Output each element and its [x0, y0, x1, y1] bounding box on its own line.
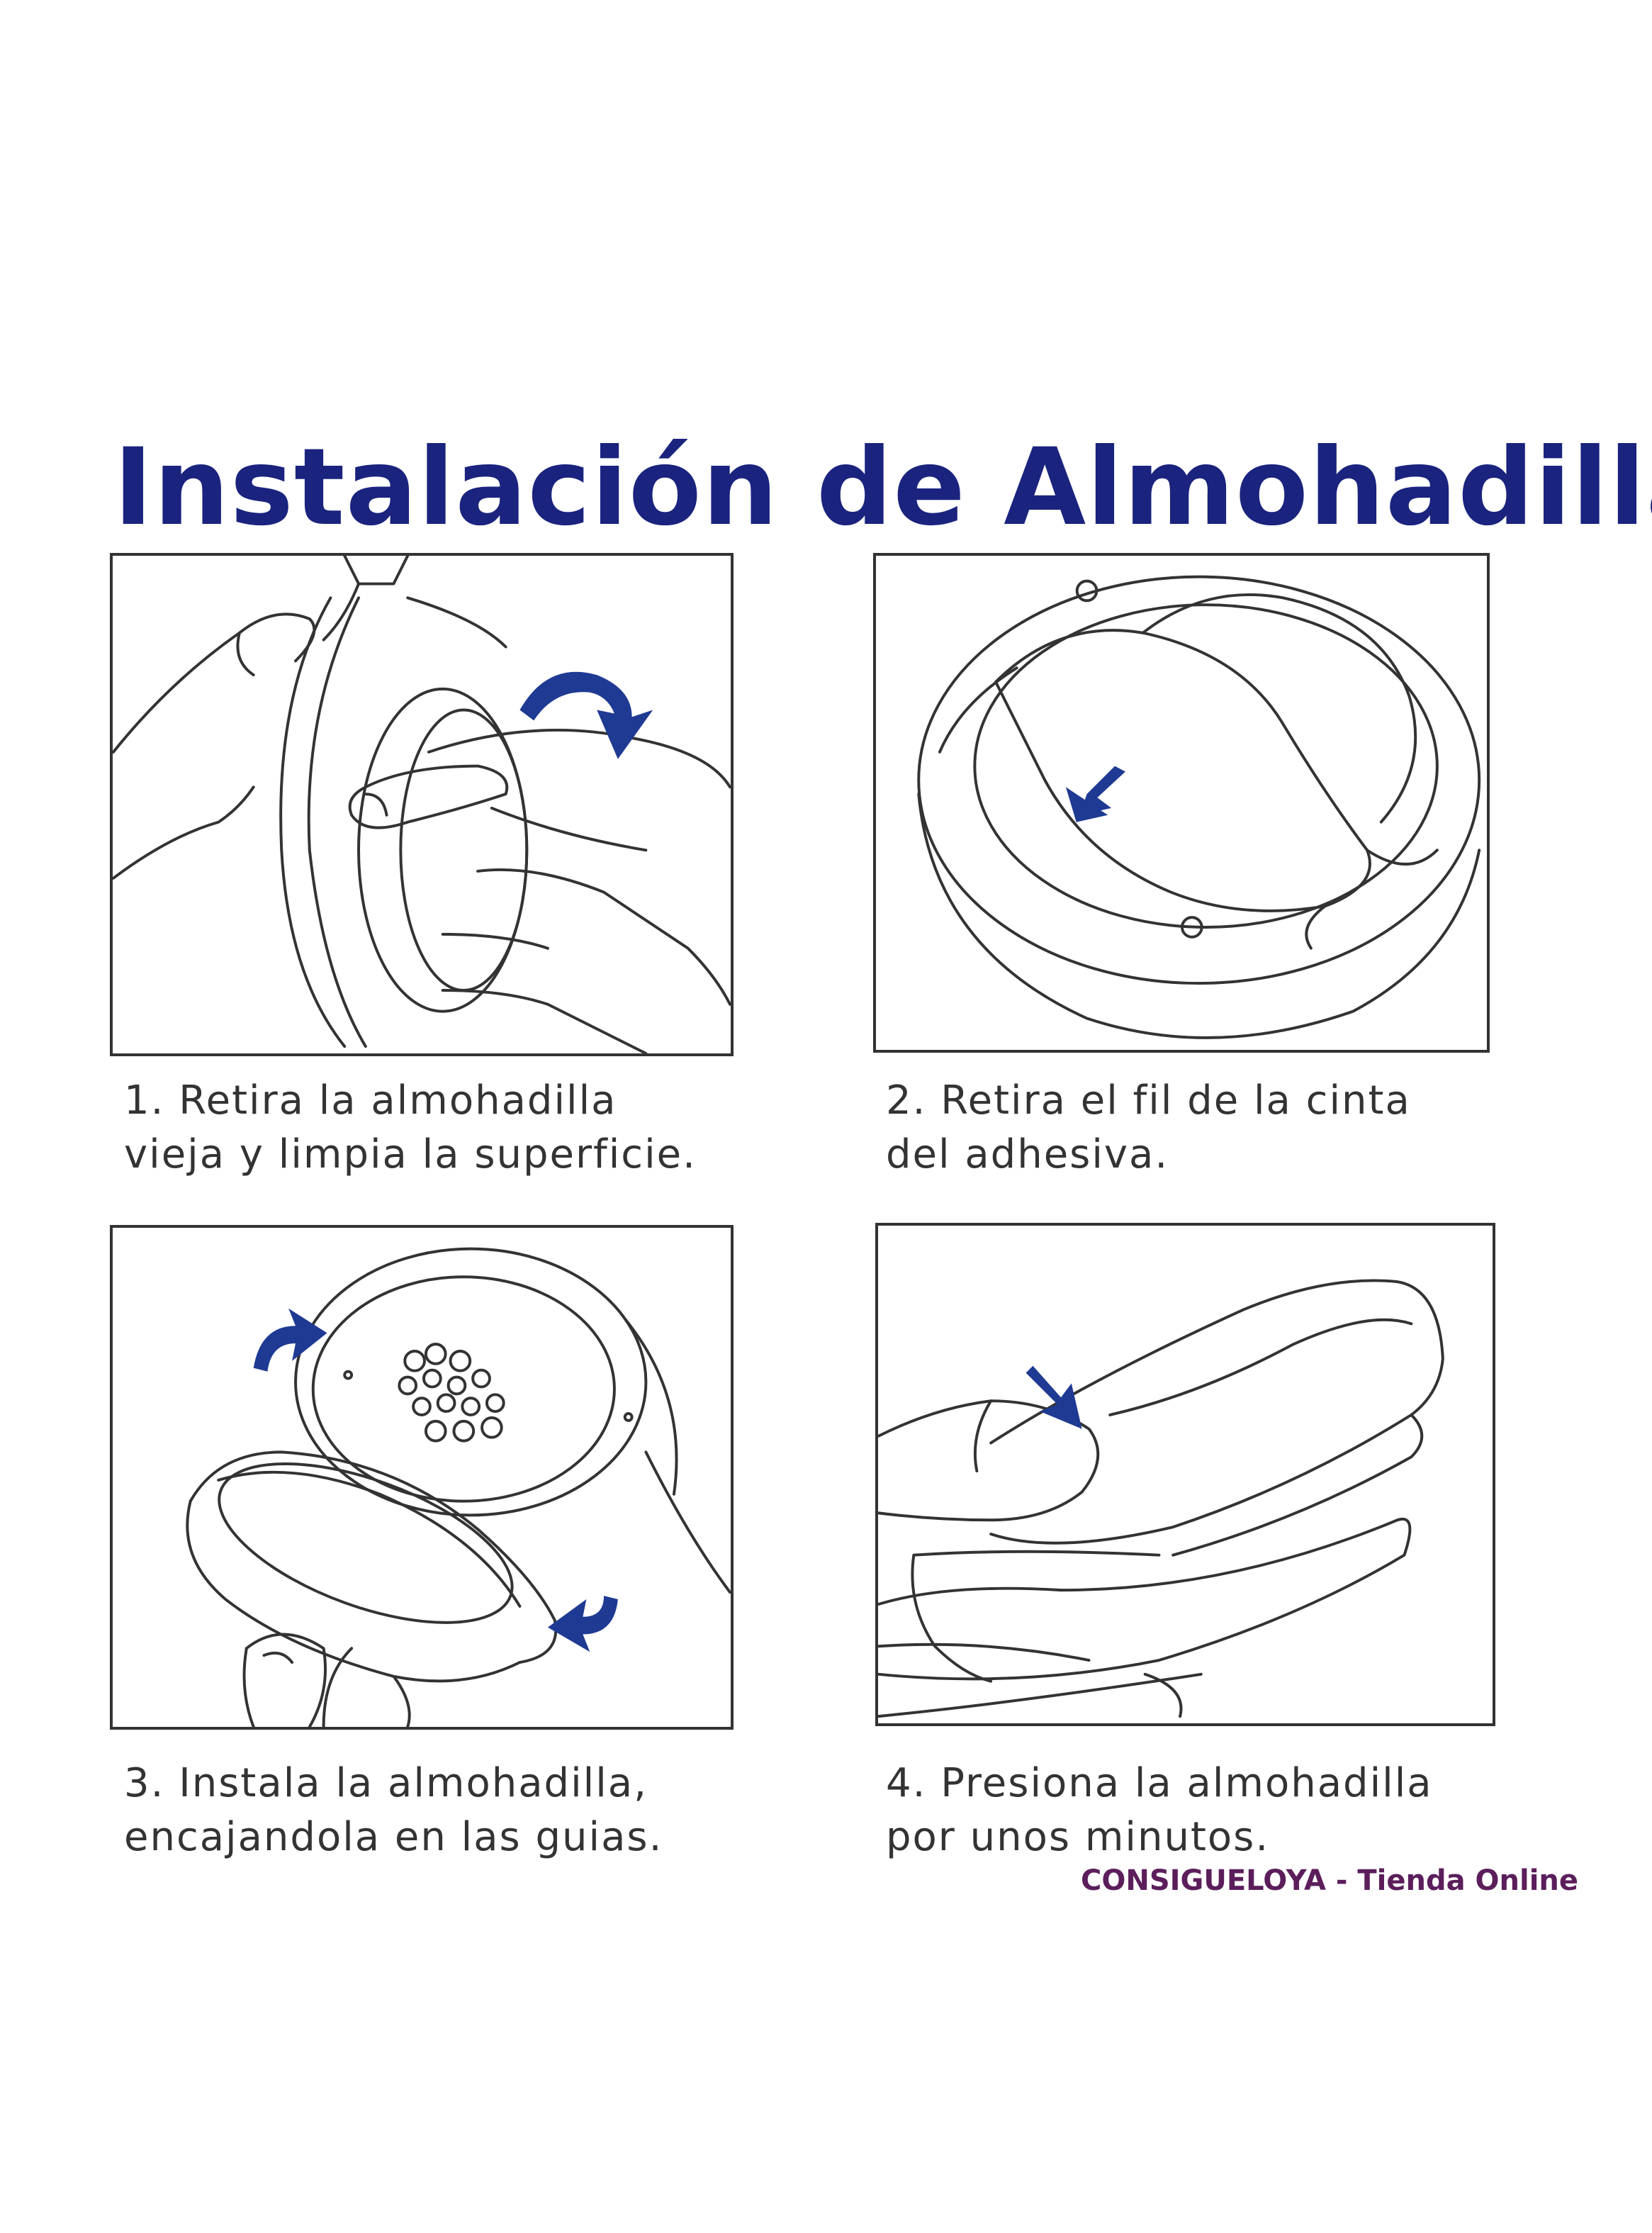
step-1-illustration: [110, 553, 734, 1056]
step-4-line-1: 4. Presiona la almohadilla: [886, 1760, 1433, 1806]
step-4-line-2: por unos minutos.: [886, 1814, 1270, 1860]
install-earpad-icon: [186, 1247, 731, 1727]
remove-earpad-icon: [113, 556, 731, 1053]
step-2-line-1: 2. Retira el fil de la cinta: [886, 1078, 1411, 1124]
step-2-illustration: [873, 553, 1490, 1053]
step-2-line-2: del adhesiva.: [886, 1131, 1169, 1177]
peel-adhesive-icon: [917, 575, 1481, 1039]
step-4-caption: 4. Presiona la almohadilla por unos minu…: [886, 1757, 1433, 1864]
step-3-line-2: encajandola en las guias.: [124, 1814, 663, 1860]
press-earpad-icon: [878, 1279, 1444, 1718]
step-3-line-1: 3. Instala la almohadilla,: [124, 1760, 648, 1806]
step-1-caption: 1. Retira la almohadilla vieja y limpia …: [124, 1074, 697, 1182]
page-title: Instalación de Almohadilla: [113, 425, 1652, 549]
step-3-illustration: [110, 1225, 734, 1730]
step-1-line-2: vieja y limpia la superficie.: [124, 1131, 697, 1177]
store-footer: CONSIGUELOYA - Tienda Online: [1081, 1864, 1579, 1897]
step-4-illustration: [875, 1223, 1495, 1726]
step-1-line-1: 1. Retira la almohadilla: [124, 1078, 617, 1124]
step-2-caption: 2. Retira el fil de la cinta del adhesiv…: [886, 1074, 1411, 1182]
step-3-caption: 3. Instala la almohadilla, encajandola e…: [124, 1757, 663, 1864]
